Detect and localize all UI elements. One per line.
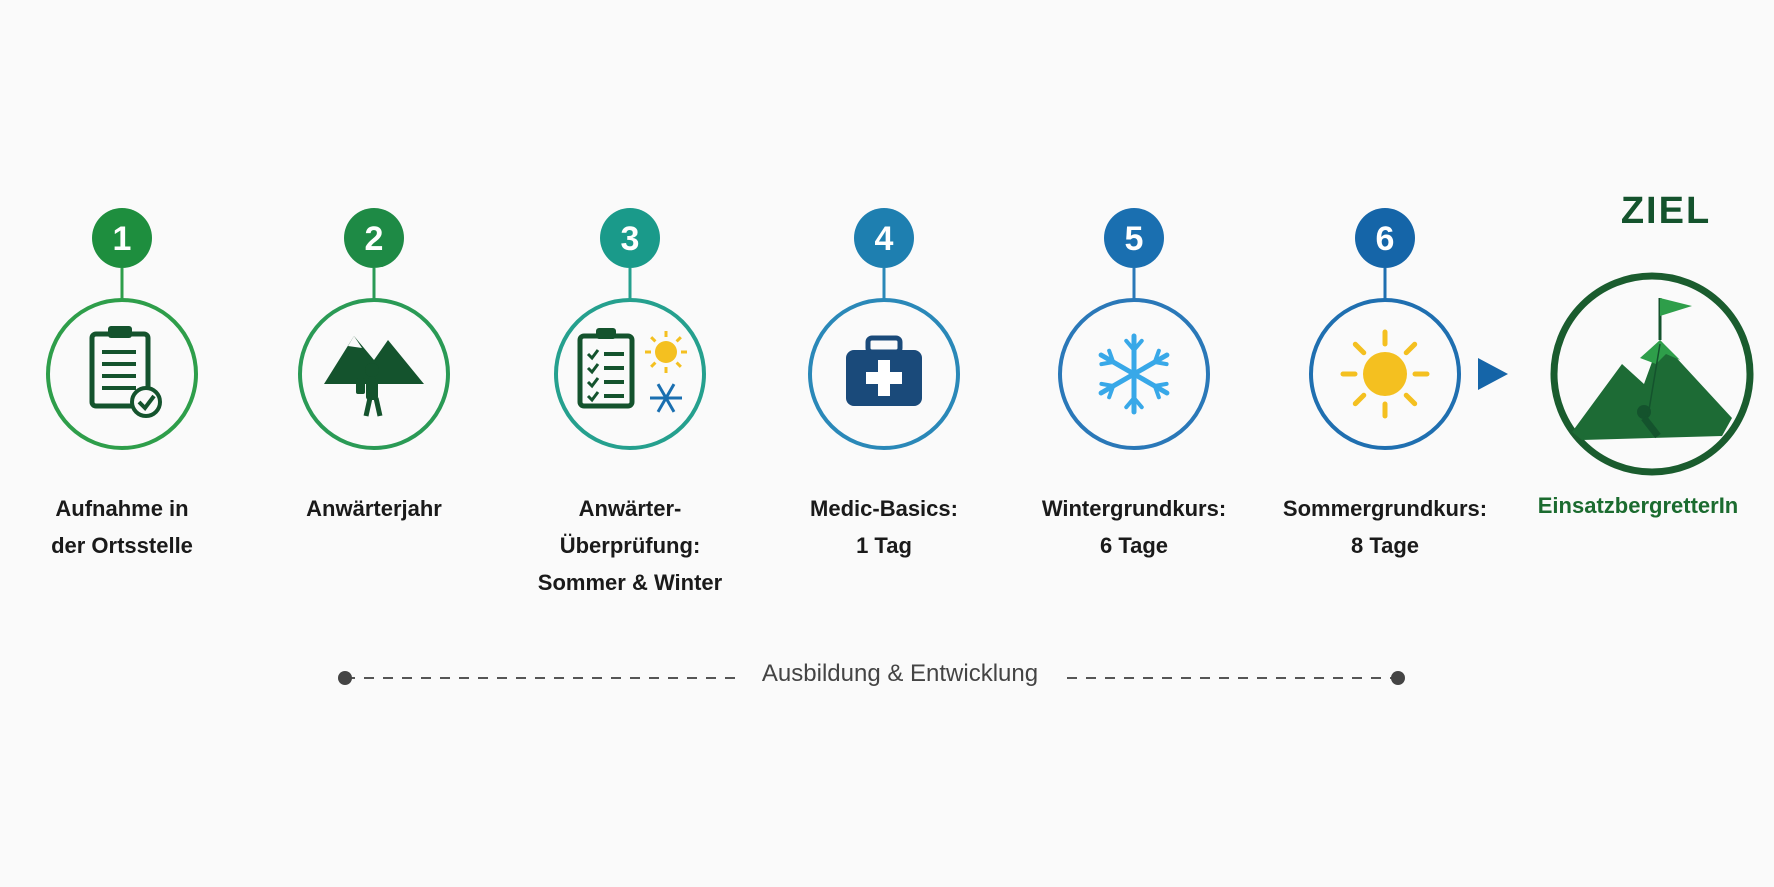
step-label: Anwärterjahr — [306, 496, 442, 521]
step-label: Medic-Basics: 1 Tag — [810, 496, 958, 558]
hiker-mountain-icon — [324, 336, 424, 417]
step-badge — [344, 208, 404, 268]
first-aid-kit-icon — [846, 335, 922, 406]
step-number: 1 — [113, 220, 132, 258]
timeline-end-dot — [1391, 671, 1405, 685]
clipboard-check-icon — [89, 326, 162, 418]
step-badge — [600, 208, 660, 268]
step-label: Anwärter- Überprüfung: Sommer & Winter — [537, 496, 723, 595]
step-badge — [1104, 208, 1164, 268]
step-badge — [1355, 208, 1415, 268]
timeline-start-dot — [338, 671, 352, 685]
step-1: 1 — [46, 208, 198, 450]
step-5: 5 — [1058, 208, 1210, 450]
step-4: 4 — [808, 208, 960, 450]
snowflake-icon — [1098, 333, 1170, 415]
step-2: 2 — [298, 208, 450, 450]
step-number: 2 — [365, 220, 384, 258]
step-number: 6 — [1376, 220, 1395, 258]
goal-label: EinsatzbergretterIn — [1537, 493, 1739, 518]
step-3: 3 — [554, 208, 706, 450]
step-6: 6 — [1309, 208, 1461, 450]
summit-flag-climber-icon — [1572, 298, 1732, 440]
step-number: 4 — [875, 220, 894, 258]
step-label: Aufnahme in der Ortsstelle — [51, 496, 193, 558]
goal-title: ZIEL — [1620, 190, 1712, 232]
arrow-head — [1478, 358, 1508, 390]
sun-icon — [1340, 329, 1430, 419]
checklist-sun-snow-icon — [577, 328, 687, 413]
step-label: Wintergrundkurs: 6 Tage — [1041, 496, 1227, 558]
step-number: 3 — [621, 220, 640, 258]
step-label: Sommergrundkurs: 8 Tage — [1282, 496, 1488, 558]
goal-emblem — [1550, 272, 1754, 476]
step-badge — [92, 208, 152, 268]
timeline-label: Ausbildung & Entwicklung — [740, 660, 1060, 688]
step-number: 5 — [1125, 220, 1144, 258]
step-badge — [854, 208, 914, 268]
